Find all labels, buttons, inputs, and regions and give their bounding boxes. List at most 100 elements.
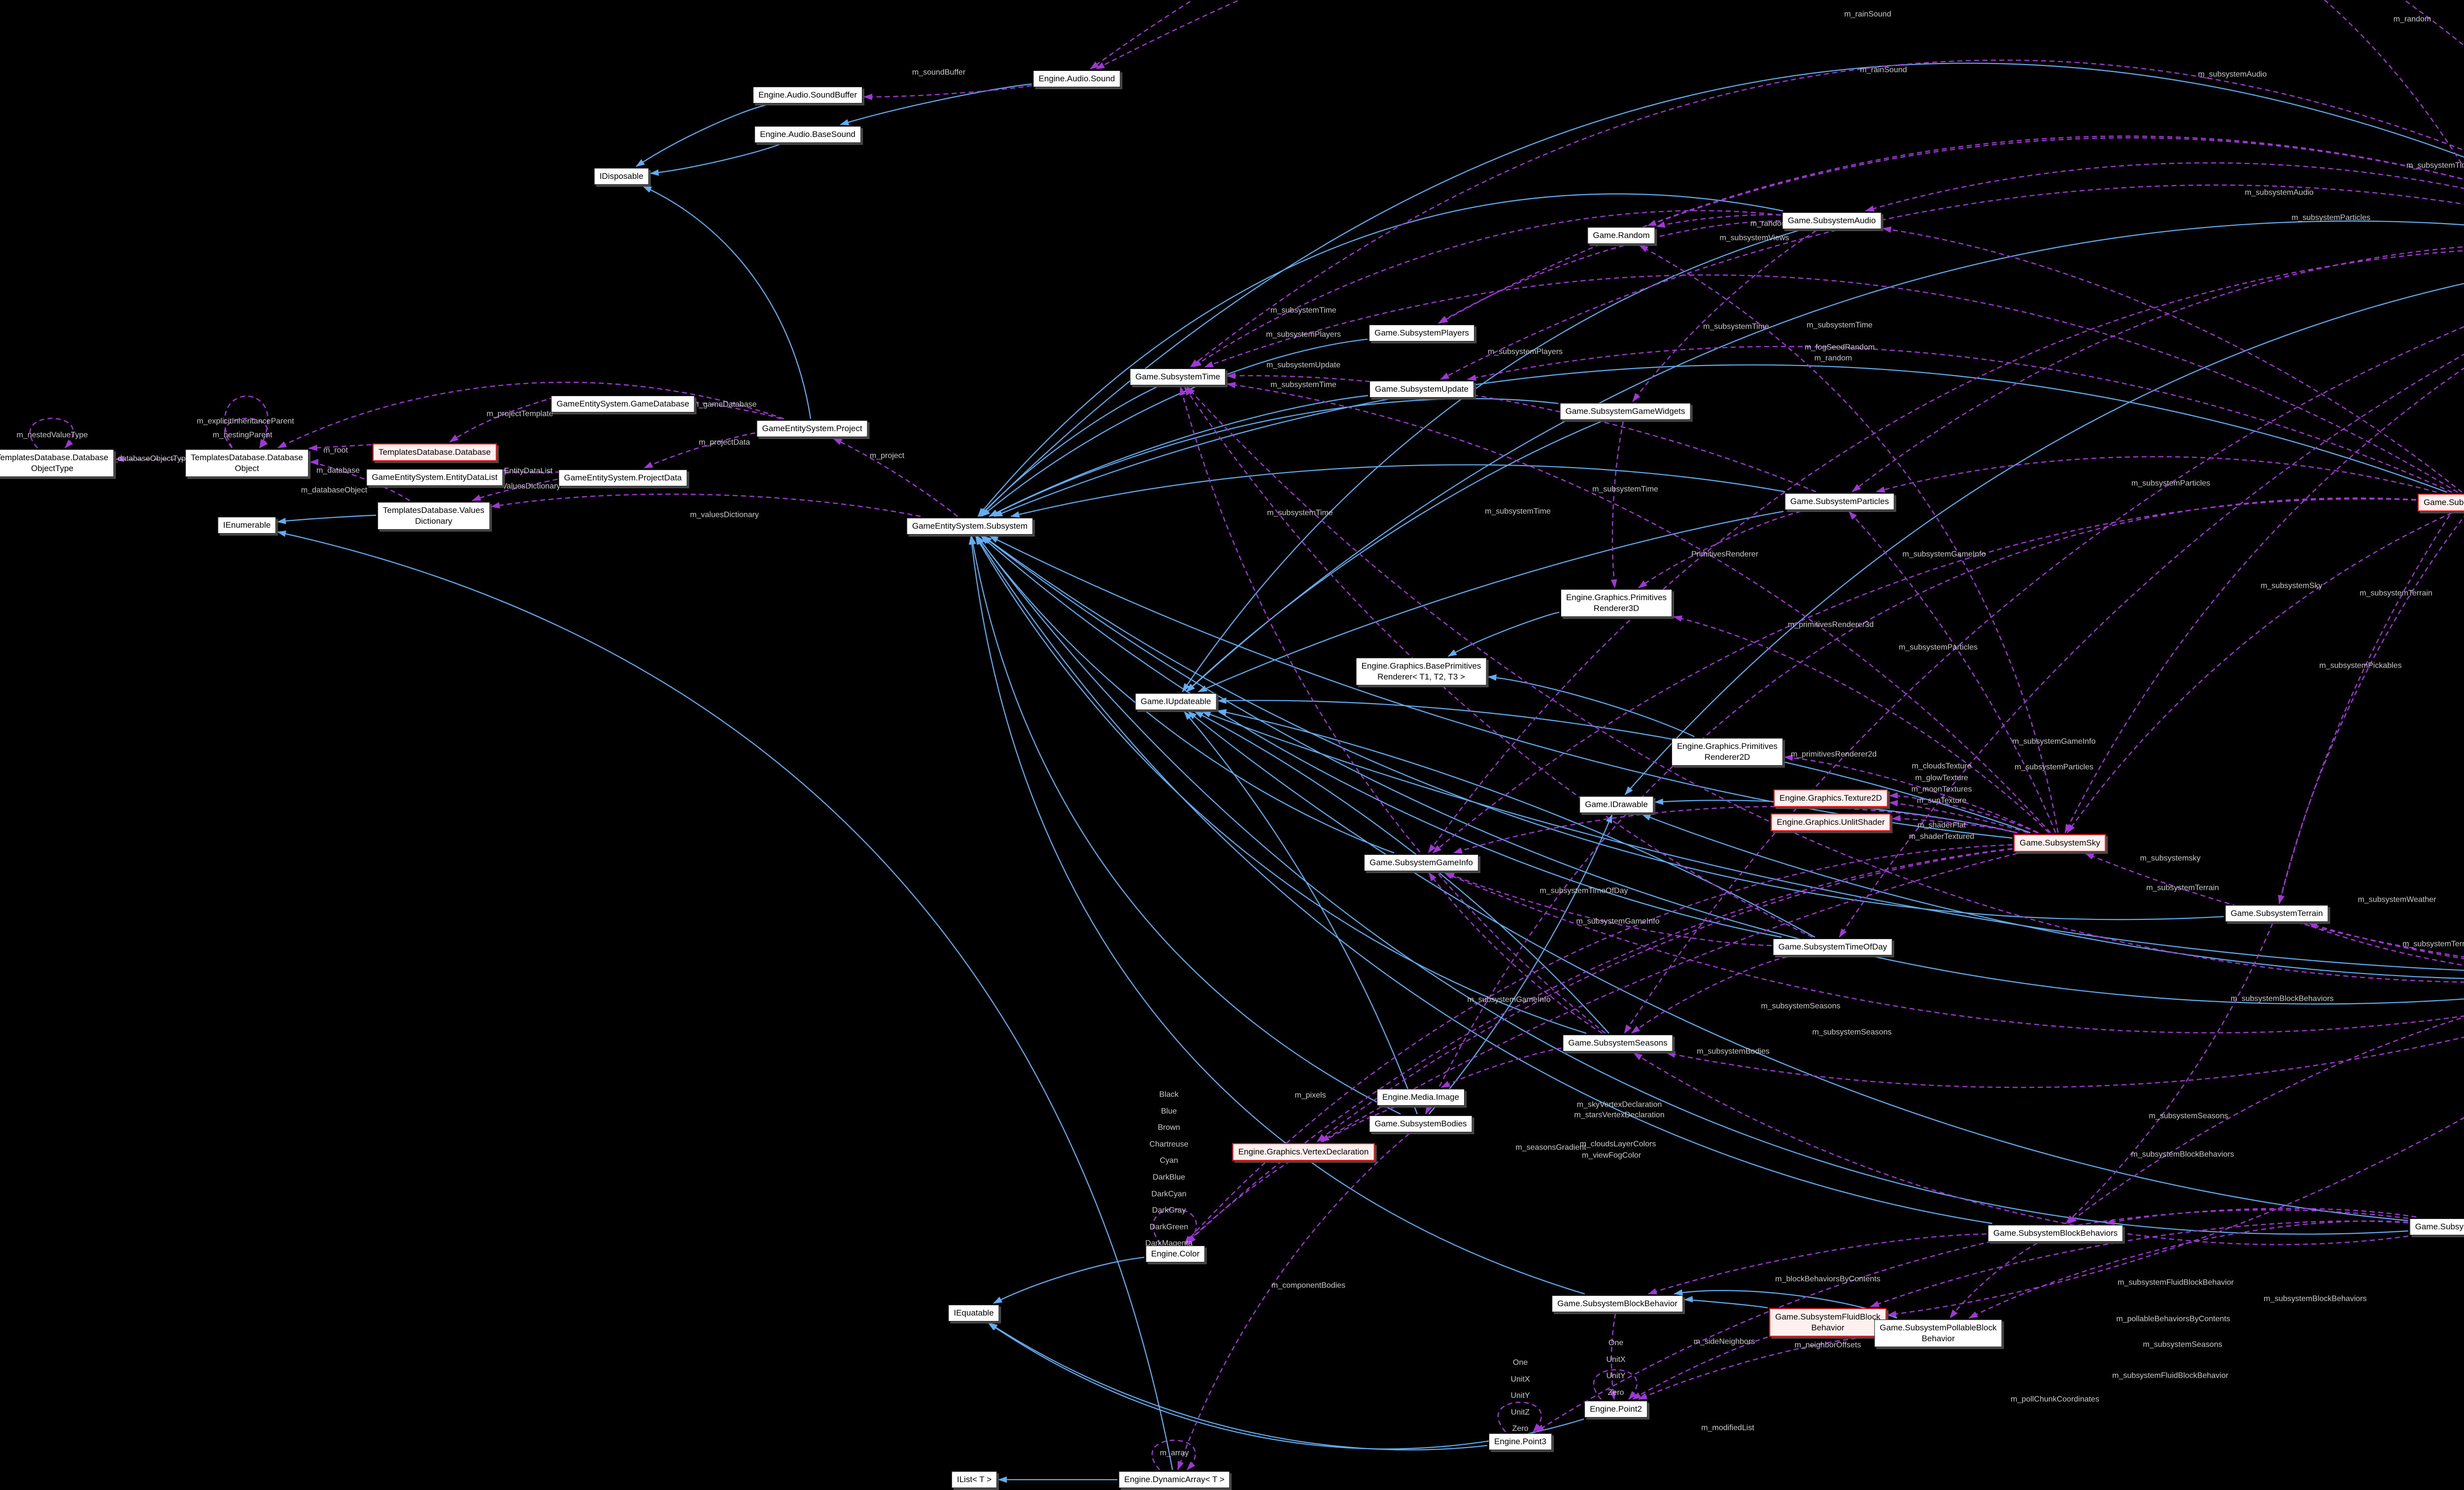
- node-label: Engine.DynamicArray< T >: [1124, 1474, 1225, 1484]
- node-label: Game.Random: [1593, 230, 1650, 240]
- edge: [1487, 674, 1695, 737]
- edge: [1201, 711, 2464, 971]
- edge: [1535, 1209, 2408, 1433]
- node-texture2d[interactable]: Engine.Graphics.Texture2D: [1774, 789, 1888, 808]
- edge-label: m_subsystemSeasons: [2143, 1340, 2223, 1349]
- node-label: Game.SubsystemPickables: [2424, 497, 2464, 507]
- node-particles[interactable]: Game.SubsystemParticles: [1784, 493, 1895, 510]
- node-players[interactable]: Game.SubsystemPlayers: [1369, 324, 1474, 342]
- node-timeOfDay[interactable]: Game.SubsystemTimeOfDay: [1773, 938, 1893, 956]
- node-audio[interactable]: Game.SubsystemAudio: [1782, 212, 1882, 230]
- node-iupdateable[interactable]: Game.IUpdateable: [1135, 693, 1217, 711]
- edge-label: m_blockBehaviorsByContents: [1775, 1275, 1881, 1284]
- edge-label: m_pollableBehaviorsByContents: [2116, 1315, 2230, 1323]
- edge-label: m_subsystemWeather: [2358, 895, 2436, 904]
- node-label: TemplatesDatabase.Values: [383, 505, 484, 515]
- edge: [1647, 137, 2464, 227]
- node-vertexDecl[interactable]: Engine.Graphics.VertexDeclaration: [1232, 1143, 1375, 1161]
- node-pickables[interactable]: Game.SubsystemPickables: [2418, 493, 2464, 512]
- node-label: Engine.Graphics.Primitives: [1566, 592, 1667, 602]
- node-sky[interactable]: Game.SubsystemSky: [2014, 834, 2106, 852]
- edge-label: m_subsystemSeasons: [2149, 1112, 2228, 1120]
- node-dynArray[interactable]: Engine.DynamicArray< T >: [1119, 1471, 1230, 1489]
- edge: [491, 493, 921, 517]
- node-label: ObjectType: [31, 464, 73, 473]
- edge: [309, 459, 410, 502]
- node-image[interactable]: Engine.Media.Image: [1377, 1088, 1465, 1106]
- edge: [1865, 162, 2464, 212]
- node-gameDatabase[interactable]: GameEntitySystem.GameDatabase: [551, 395, 695, 413]
- node-ienumerable[interactable]: IEnumerable: [217, 516, 276, 534]
- node-projectData[interactable]: GameEntitySystem.ProjectData: [558, 469, 687, 487]
- edge: [1642, 813, 2464, 979]
- edge-label: m_subsystemUpdate: [1266, 361, 1341, 370]
- node-blockBehavior[interactable]: Game.SubsystemBlockBehavior: [1552, 1295, 1683, 1313]
- edge: [1198, 510, 1784, 693]
- edge: [472, 478, 558, 502]
- edge-label: m_subsystemGameInfo: [1467, 995, 1551, 1004]
- node-project[interactable]: GameEntitySystem.Project: [756, 420, 868, 438]
- node-unlitShader[interactable]: Engine.Graphics.UnlitShader: [1771, 813, 1891, 832]
- edge: [308, 444, 372, 451]
- edge-label: m_subsystemFluidBlockBehavior: [2112, 1371, 2228, 1380]
- edge-label: m_glowTexture: [1915, 774, 1968, 782]
- edge: [1316, 848, 2013, 1142]
- node-bodies[interactable]: Game.SubsystemBodies: [1369, 1115, 1472, 1133]
- edge: [1440, 1048, 1562, 1088]
- edge-label: m_projectTemplate: [486, 409, 553, 418]
- node-point3[interactable]: Engine.Point3: [1489, 1433, 1552, 1451]
- edge: [1851, 246, 2464, 492]
- edge-label: m_pixels: [1295, 1091, 1326, 1100]
- node-sound[interactable]: Engine.Audio.Sound: [1033, 70, 1121, 88]
- node-soundBuffer[interactable]: Engine.Audio.SoundBuffer: [753, 86, 863, 104]
- node-database[interactable]: TemplatesDatabase.Database: [373, 443, 497, 462]
- edge-label: ValuesDictionary: [502, 482, 561, 491]
- node-label: GameEntitySystem.Subsystem: [912, 521, 1028, 531]
- node-label: Game.SubsystemTerrain: [2230, 908, 2323, 918]
- edge: [993, 1256, 1145, 1304]
- node-color[interactable]: Engine.Color: [1145, 1245, 1205, 1263]
- edge: [1887, 1117, 2464, 1318]
- node-gameInfo[interactable]: Game.SubsystemGameInfo: [1364, 854, 1478, 872]
- node-update[interactable]: Game.SubsystemUpdate: [1369, 380, 1474, 398]
- node-iequatable[interactable]: IEquatable: [948, 1304, 999, 1322]
- node-seasons[interactable]: Game.SubsystemSeasons: [1563, 1034, 1673, 1052]
- edge: [1188, 711, 2408, 1221]
- node-time[interactable]: Game.SubsystemTime: [1129, 368, 1226, 386]
- edge-label: m_databaseObject: [301, 486, 368, 495]
- node-ilist[interactable]: IList< T >: [951, 1471, 997, 1489]
- node-gameWidgets[interactable]: Game.SubsystemGameWidgets: [1560, 403, 1691, 420]
- edge: [2278, 492, 2464, 904]
- node-label: Game.SubsystemPlayers: [1374, 328, 1469, 338]
- node-hub[interactable]: GameEntitySystem.Subsystem: [906, 517, 1033, 535]
- edge: [1467, 345, 2453, 493]
- node-random[interactable]: Game.Random: [1587, 227, 1655, 244]
- node-label: IDisposable: [599, 171, 644, 181]
- node-entityDataList[interactable]: GameEntitySystem.EntityDataList: [366, 469, 503, 486]
- node-blockBehaviors[interactable]: Game.SubsystemBlockBehaviors: [1987, 1224, 2123, 1242]
- edge: [2067, 512, 2452, 833]
- node-label: IEnumerable: [223, 520, 271, 530]
- node-label: Renderer2D: [1704, 752, 1750, 762]
- edge: [977, 536, 2408, 1235]
- node-idisposable[interactable]: IDisposable: [594, 168, 649, 185]
- node-baseSound[interactable]: Engine.Audio.BaseSound: [754, 126, 861, 143]
- node-terrain[interactable]: Game.SubsystemTerrain: [2225, 905, 2328, 922]
- edge: [993, 364, 2447, 517]
- edge: [1186, 220, 2464, 692]
- edge-label: m_subsystemTime: [1485, 507, 1551, 516]
- node-scanner[interactable]: Game.SubsystemBlocksScanner: [2409, 1218, 2464, 1236]
- node-label: Engine.Graphics.BasePrimitives: [1361, 661, 1481, 671]
- node-idrawable[interactable]: Game.IDrawable: [1579, 796, 1653, 813]
- node-point2[interactable]: Engine.Point2: [1584, 1400, 1647, 1418]
- edge: [650, 143, 780, 176]
